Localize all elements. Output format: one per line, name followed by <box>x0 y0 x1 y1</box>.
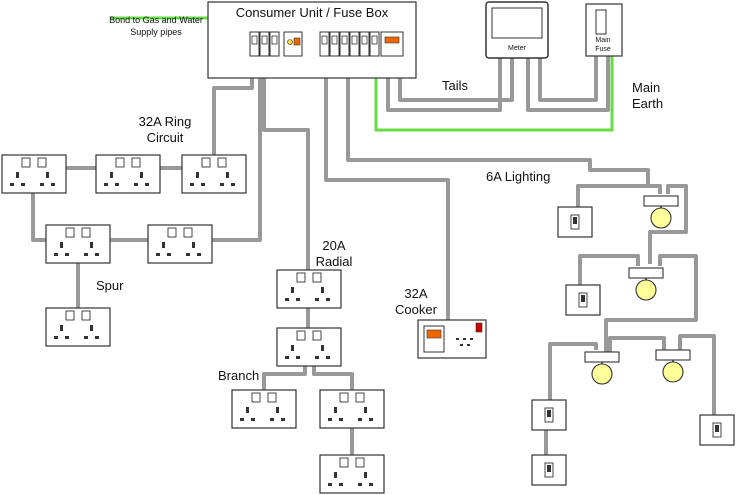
ring-cable-back <box>212 78 262 242</box>
main-fuse: Main Fuse <box>585 3 623 57</box>
cables <box>31 55 716 455</box>
ceiling-lights <box>584 195 691 385</box>
rose3-to-rose4 <box>608 336 666 352</box>
bond-label-line2: Supply pipes <box>130 27 182 37</box>
ring-label-line2: Circuit <box>147 130 184 145</box>
rose4-to-sw5 <box>678 334 716 415</box>
light-bulb-icon <box>635 279 657 301</box>
double-socket <box>276 327 342 367</box>
cooker-control-unit <box>417 319 487 359</box>
light-switches <box>531 206 735 486</box>
double-socket <box>276 269 342 309</box>
ring-label-line1: 32A Ring <box>139 114 192 129</box>
radial-label-line1: 20A <box>322 238 345 253</box>
main-fuse-label-line2: Fuse <box>595 46 611 53</box>
double-socket <box>319 389 385 429</box>
breakers-right <box>319 31 404 57</box>
lighting-sw1-to-rose1 <box>576 184 662 207</box>
light-bulb-icon <box>662 361 684 383</box>
bond-label-line1: Bond to Gas and Water <box>109 15 203 25</box>
branch-label: Branch <box>218 368 259 383</box>
lighting-cable <box>346 78 650 187</box>
light-switch <box>699 414 735 446</box>
branch-left <box>262 366 307 390</box>
light-bulb-icon <box>591 363 613 385</box>
consumer-unit: Consumer Unit / Fuse Box <box>207 1 417 79</box>
light-switch <box>531 399 567 431</box>
ceiling-rose <box>643 195 679 229</box>
radial-cable <box>262 78 310 270</box>
sockets <box>1 154 385 494</box>
ceiling-rose <box>584 351 620 385</box>
double-socket <box>319 454 385 494</box>
tail-3 <box>526 55 610 112</box>
radial-label-line2: Radial <box>316 254 353 269</box>
light-switch <box>531 454 567 486</box>
double-socket <box>95 154 161 194</box>
light-bulb-icon <box>650 207 672 229</box>
tails-label: Tails <box>442 78 469 93</box>
ring-return <box>31 193 46 242</box>
double-socket <box>181 154 247 194</box>
rose1-out <box>648 184 688 264</box>
consumer-unit-label: Consumer Unit / Fuse Box <box>236 5 389 20</box>
main-earth <box>374 55 614 132</box>
cooker-label-line2: Cooker <box>395 302 438 317</box>
tail-1 <box>386 55 502 112</box>
double-socket <box>1 154 67 194</box>
lighting-label: 6A Lighting <box>486 169 550 184</box>
double-socket <box>147 224 213 264</box>
double-socket <box>45 224 111 264</box>
meter-label: Meter <box>508 45 527 52</box>
tail-2 <box>398 55 514 102</box>
cooker-cable <box>324 78 450 320</box>
rose2-to-sw2 <box>578 254 640 285</box>
ceiling-rose <box>628 267 664 301</box>
rose3-to-sw3 <box>548 342 598 400</box>
light-switch <box>557 206 593 238</box>
main-fuse-label-line1: Main <box>595 37 610 44</box>
meter: Meter <box>485 1 549 59</box>
double-socket <box>231 389 297 429</box>
spur-label: Spur <box>96 278 124 293</box>
tail-4 <box>538 55 598 102</box>
main-earth-label-line2: Earth <box>632 96 663 111</box>
breakers-left <box>249 31 303 57</box>
main-earth-label-line1: Main <box>632 80 660 95</box>
cooker-label-line1: 32A <box>404 286 427 301</box>
branch-right <box>312 366 354 390</box>
rose2-out <box>604 254 698 352</box>
double-socket <box>45 307 111 347</box>
ceiling-rose <box>655 349 691 383</box>
light-switch <box>565 284 601 316</box>
